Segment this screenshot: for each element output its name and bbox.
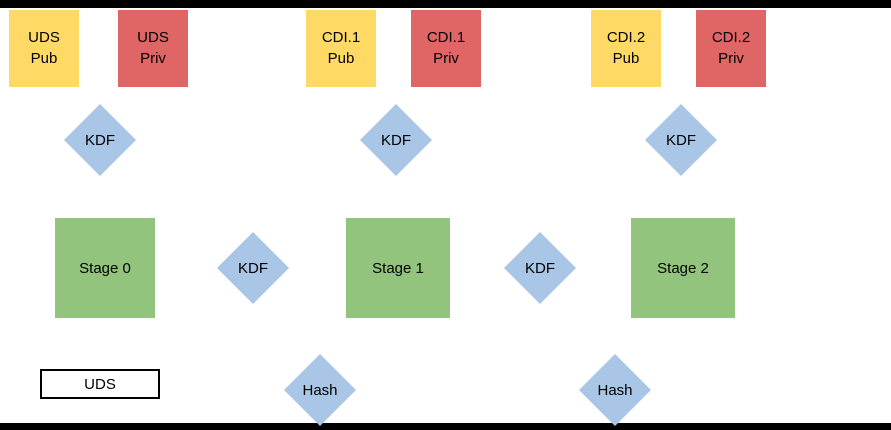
key-box-cdi1-pub: CDI.1 Pub — [306, 10, 376, 87]
stage-label: Stage 0 — [79, 259, 131, 277]
kdf-label: KDF — [666, 131, 696, 149]
key-box-label-line1: CDI.2 — [606, 29, 646, 47]
stage-1-box: Stage 1 — [346, 218, 450, 318]
kdf-label: KDF — [238, 259, 268, 277]
key-box-label-line1: CDI.2 — [711, 29, 751, 47]
key-box-cdi2-priv: CDI.2 Priv — [696, 10, 766, 87]
key-box-cdi2-pub: CDI.2 Pub — [591, 10, 661, 87]
stage-label: Stage 1 — [372, 259, 424, 277]
top-border-bar — [0, 0, 891, 8]
key-box-label-line1: UDS — [28, 29, 60, 47]
key-box-label-line1: CDI.1 — [426, 29, 466, 47]
key-box-label-line2: Pub — [327, 49, 355, 67]
kdf-diamond-cdi2: KDF — [645, 104, 717, 176]
stage-label: Stage 2 — [657, 259, 709, 277]
key-box-uds-pub: UDS Pub — [9, 10, 79, 87]
stage-2-box: Stage 2 — [631, 218, 735, 318]
bottom-border-bar — [0, 423, 891, 430]
key-box-uds-priv: UDS Priv — [118, 10, 188, 87]
hash-label: Hash — [597, 381, 633, 399]
key-box-label-line2: Priv — [433, 49, 459, 67]
key-box-label-line2: Pub — [612, 49, 640, 67]
kdf-diamond-cdi1: KDF — [360, 104, 432, 176]
key-box-label-line2: Pub — [30, 49, 58, 67]
hash-diamond-stage1: Hash — [284, 354, 356, 426]
kdf-label: KDF — [381, 131, 411, 149]
key-box-label-line1: CDI.1 — [321, 29, 361, 47]
key-box-cdi1-priv: CDI.1 Priv — [411, 10, 481, 87]
kdf-label: KDF — [525, 259, 555, 277]
key-box-label-line1: UDS — [137, 29, 169, 47]
kdf-label: KDF — [85, 131, 115, 149]
kdf-diamond-stage1-stage2: KDF — [504, 232, 576, 304]
kdf-diamond-uds: KDF — [64, 104, 136, 176]
uds-label: UDS — [84, 375, 116, 393]
key-box-label-line2: Priv — [718, 49, 744, 67]
key-box-label-line2: Priv — [140, 49, 166, 67]
kdf-diamond-stage0-stage1: KDF — [217, 232, 289, 304]
hash-label: Hash — [302, 381, 338, 399]
hash-diamond-stage2: Hash — [579, 354, 651, 426]
uds-box: UDS — [40, 369, 160, 399]
stage-0-box: Stage 0 — [55, 218, 155, 318]
